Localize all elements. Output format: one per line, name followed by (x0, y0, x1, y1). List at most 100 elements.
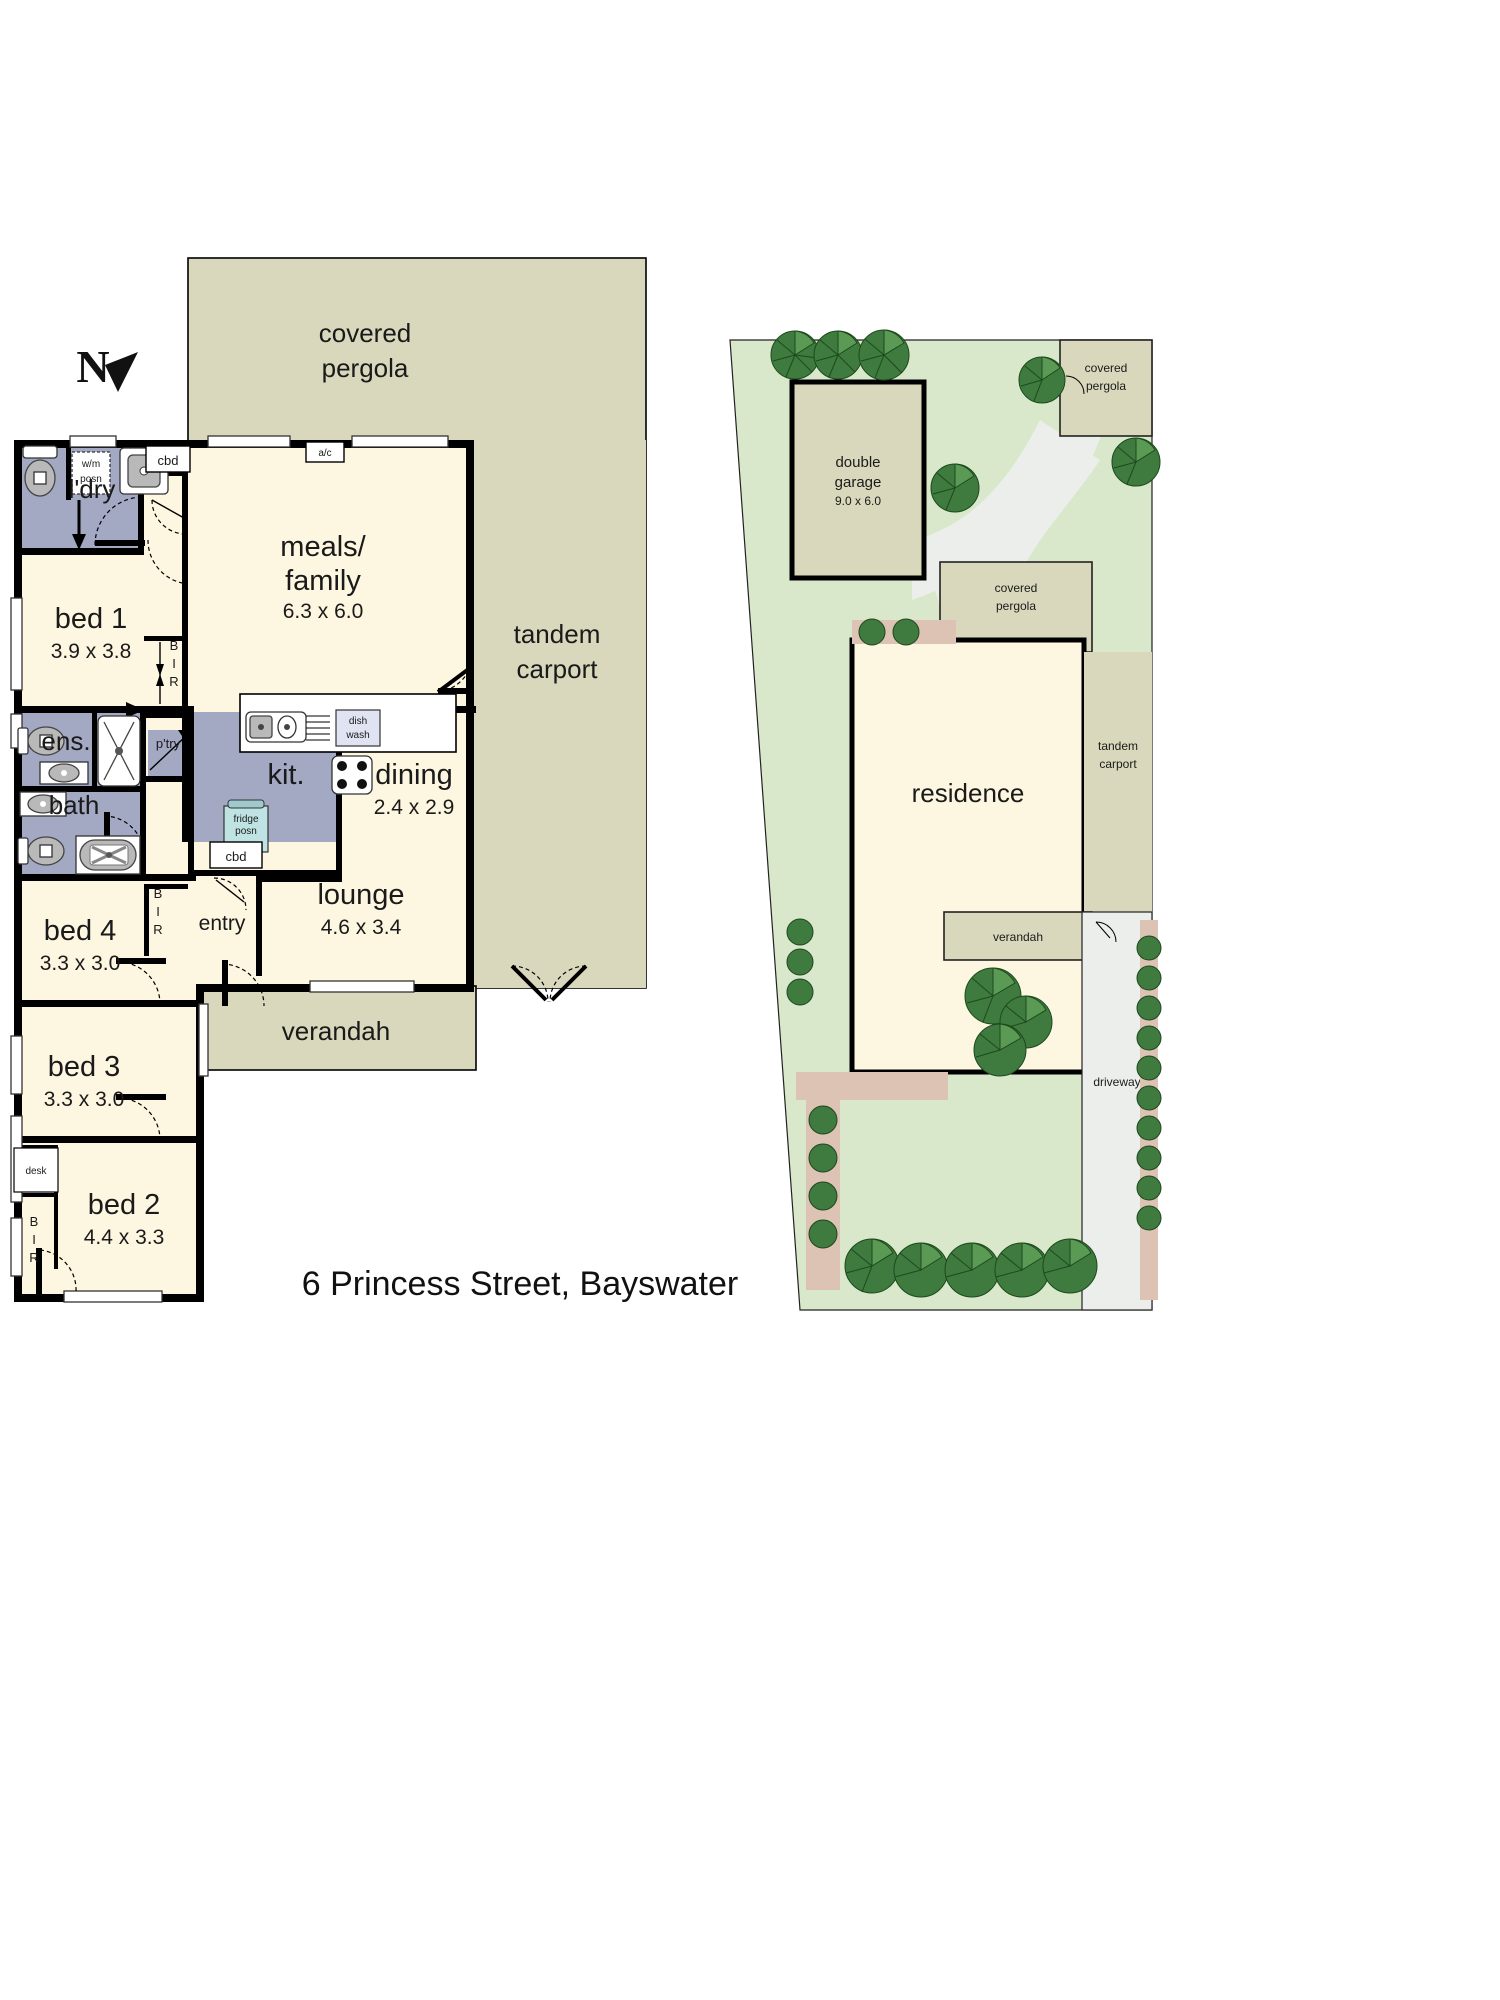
bed3-label: bed 3 (48, 1051, 121, 1083)
covered-pergola-label-2: pergola (322, 353, 409, 383)
bir4-r: R (153, 922, 162, 937)
dining-label: dining (375, 759, 452, 791)
bath-toilet-icon (17, 836, 65, 866)
entry-label: entry (199, 912, 246, 935)
site-pergola-top-label-1: covered (1085, 361, 1128, 375)
meals-family-label-2: family (285, 565, 361, 597)
bed3-dim: 3.3 x 3.0 (44, 1088, 125, 1111)
dishwasher-label-2: wash (345, 730, 369, 741)
site-pergola-mid-label-1: covered (995, 581, 1038, 595)
tree-icon (844, 1238, 900, 1294)
kitchen-label: kit. (267, 759, 304, 791)
ensuite-basin-icon (39, 761, 89, 785)
bir2-b: B (30, 1214, 39, 1229)
verandah-label: verandah (282, 1016, 390, 1046)
tree-icon (973, 1023, 1027, 1077)
compass-north-label: N (76, 341, 109, 392)
tree-icon (813, 330, 863, 380)
bed4-dim: 3.3 x 3.0 (40, 952, 121, 975)
site-residence-label: residence (912, 778, 1025, 808)
tree-icon (930, 463, 980, 513)
meals-family-dim: 6.3 x 6.0 (283, 600, 364, 623)
site-covered-pergola-mid: covered pergola (939, 561, 1093, 653)
site-pergola-top-label-2: pergola (1086, 379, 1126, 393)
cupboard-top-label: cbd (158, 453, 179, 468)
room-verandah (195, 985, 477, 1071)
tree-icon (1018, 356, 1066, 404)
bir2-r: R (29, 1250, 38, 1265)
washing-machine-icon: w/m posn (71, 451, 111, 495)
tree-icon (1111, 437, 1161, 487)
room-labels: covered pergola tandem carport meals/ fa… (40, 318, 601, 1249)
cupboards: cbd cbd a/c desk (13, 441, 345, 1193)
fridge-label-1: fridge (233, 814, 258, 825)
room-tandem-carport (466, 440, 646, 988)
ensuite-toilet-icon (17, 726, 65, 756)
site-door-marks (1065, 375, 1117, 943)
built-in-robes: B I R B I R B I R (29, 638, 178, 1265)
desk-label: desk (25, 1166, 47, 1177)
site-garage-dim: 9.0 x 6.0 (835, 494, 881, 508)
fridge-label-2: posn (235, 826, 257, 837)
bed2-label: bed 2 (88, 1189, 161, 1221)
tandem-carport-label-2: carport (517, 654, 599, 684)
trees (770, 329, 1162, 1298)
tree-icon (858, 329, 910, 381)
kitchen-fixtures: dish wash fridge posn (223, 693, 457, 853)
pantry-label: p'try (156, 736, 181, 751)
site-tandem-carport: tandem carport (1084, 652, 1152, 912)
tree-icon (944, 1242, 1000, 1298)
site-carport-label-1: tandem (1098, 739, 1138, 753)
site-plan: covered pergola double garage 9.0 x 6.0 … (729, 329, 1162, 1311)
bir1-r: R (169, 674, 178, 689)
sink-icon (245, 711, 307, 743)
bed2-dim: 4.4 x 3.3 (84, 1226, 165, 1249)
page-title: 6 Princess Street, Bayswater (302, 1265, 739, 1303)
compass: N (76, 341, 138, 392)
bir4-b: B (154, 886, 163, 901)
wm-label-2: posn (80, 474, 102, 485)
meals-family-label-1: meals/ (280, 531, 366, 563)
site-verandah-label: verandah (993, 930, 1043, 944)
bir4-i: I (156, 904, 160, 919)
shower-icon (97, 715, 141, 787)
bir1-b: B (170, 638, 179, 653)
drainer-icon (306, 715, 330, 741)
wm-label-1: w/m (81, 459, 100, 470)
tree-icon (770, 330, 820, 380)
laundry-label: l'dry (69, 474, 116, 504)
fixtures: w/m posn (17, 445, 169, 875)
tree-icon (893, 1242, 949, 1298)
tandem-carport-label-1: tandem (514, 619, 601, 649)
covered-pergola-label-1: covered (319, 318, 412, 348)
site-driveway-label: driveway (1093, 1075, 1140, 1089)
tree-icon (994, 1242, 1050, 1298)
ensuite-label: ens. (41, 726, 90, 756)
cooktop-icon (331, 755, 373, 795)
bathtub-icon (75, 835, 141, 875)
toilet-icon (22, 445, 58, 497)
aircon-label: a/c (318, 448, 331, 459)
bath-basin-icon (19, 791, 67, 817)
lounge-label: lounge (317, 879, 404, 911)
lounge-dim: 4.6 x 3.4 (321, 916, 402, 939)
laundry-arrow (72, 500, 86, 550)
site-carport-label-2: carport (1099, 757, 1137, 771)
site-pergola-mid-label-2: pergola (996, 599, 1036, 613)
dishwasher-icon: dish wash (335, 709, 381, 747)
bir2-i: I (32, 1232, 36, 1247)
bathroom-label: bath (49, 790, 100, 820)
site-garage-label-1: double (835, 454, 880, 471)
bir1-i: I (172, 656, 176, 671)
site-covered-pergola-top: covered pergola (1059, 339, 1153, 437)
cupboard-bottom-label: cbd (226, 849, 247, 864)
bed1-label: bed 1 (55, 603, 128, 635)
site-verandah: verandah (943, 911, 1093, 961)
bed4-label: bed 4 (44, 915, 117, 947)
dishwasher-label-1: dish (349, 716, 367, 727)
dining-dim: 2.4 x 2.9 (374, 796, 455, 819)
site-garage-label-2: garage (835, 474, 882, 491)
tree-icon (1042, 1238, 1098, 1294)
